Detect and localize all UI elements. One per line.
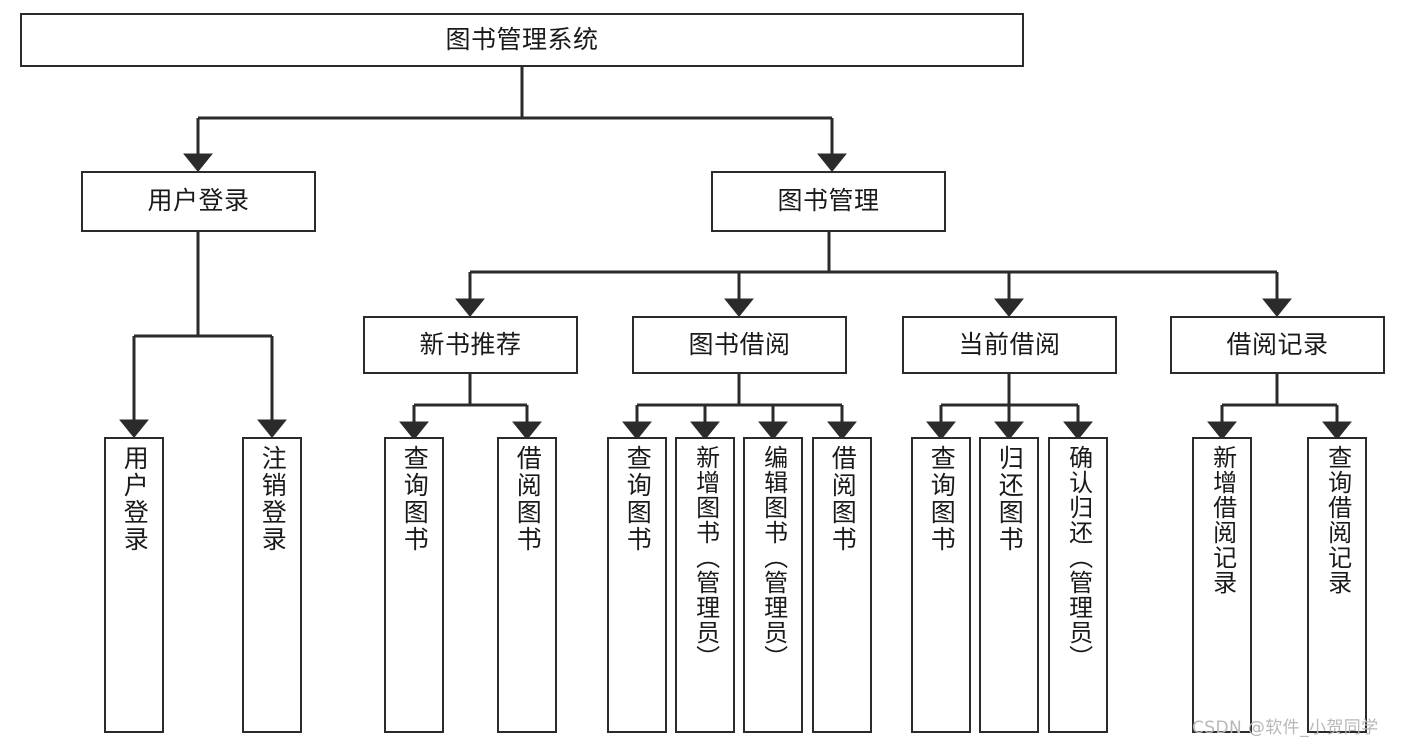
node-borrow-record[interactable]: 借阅记录 — [1170, 316, 1385, 374]
node-leaf-add-record-label: 新增借阅记录 — [1208, 445, 1237, 595]
node-leaf-edit-book[interactable]: 编辑图书（管理员） — [743, 437, 803, 733]
node-leaf-confirm-return-label: 确认归还（管理员） — [1064, 445, 1093, 670]
node-leaf-query-book-2[interactable]: 查询图书 — [607, 437, 667, 733]
node-leaf-logout-login-label: 注销登录 — [258, 445, 288, 553]
node-leaf-user-login-label: 用户登录 — [120, 445, 150, 553]
node-leaf-edit-book-label: 编辑图书（管理员） — [759, 445, 788, 670]
node-leaf-add-book[interactable]: 新增图书（管理员） — [675, 437, 735, 733]
node-new-book-recommend-label: 新书推荐 — [419, 329, 522, 359]
node-book-borrow-label: 图书借阅 — [688, 329, 791, 359]
node-user-login-label: 用户登录 — [147, 186, 250, 216]
node-book-management-label: 图书管理 — [777, 186, 880, 216]
node-borrow-record-label: 借阅记录 — [1226, 329, 1329, 359]
node-leaf-borrow-book-2[interactable]: 借阅图书 — [812, 437, 872, 733]
node-leaf-return-book[interactable]: 归还图书 — [979, 437, 1039, 733]
node-leaf-query-book-3[interactable]: 查询图书 — [911, 437, 971, 733]
node-leaf-return-book-label: 归还图书 — [995, 445, 1025, 553]
node-leaf-confirm-return[interactable]: 确认归还（管理员） — [1048, 437, 1108, 733]
node-leaf-user-login[interactable]: 用户登录 — [104, 437, 164, 733]
csdn-watermark: CSDN @软件_小贺同学 — [1192, 718, 1379, 738]
node-book-management[interactable]: 图书管理 — [711, 171, 946, 232]
node-leaf-query-record[interactable]: 查询借阅记录 — [1307, 437, 1367, 733]
node-leaf-query-book-1[interactable]: 查询图书 — [384, 437, 444, 733]
node-leaf-add-record[interactable]: 新增借阅记录 — [1192, 437, 1252, 733]
node-book-borrow[interactable]: 图书借阅 — [632, 316, 847, 374]
node-leaf-query-record-label: 查询借阅记录 — [1323, 445, 1352, 595]
node-leaf-logout-login[interactable]: 注销登录 — [242, 437, 302, 733]
node-root-label: 图书管理系统 — [445, 24, 599, 54]
node-leaf-query-book-3-label: 查询图书 — [927, 445, 957, 553]
node-leaf-query-book-1-label: 查询图书 — [400, 445, 430, 553]
node-root[interactable]: 图书管理系统 — [20, 13, 1024, 67]
node-leaf-borrow-book-1[interactable]: 借阅图书 — [497, 437, 557, 733]
node-leaf-borrow-book-1-label: 借阅图书 — [513, 445, 543, 553]
node-user-login[interactable]: 用户登录 — [81, 171, 316, 232]
node-current-borrow[interactable]: 当前借阅 — [902, 316, 1117, 374]
node-leaf-query-book-2-label: 查询图书 — [623, 445, 653, 553]
node-new-book-recommend[interactable]: 新书推荐 — [363, 316, 578, 374]
node-leaf-add-book-label: 新增图书（管理员） — [691, 445, 720, 670]
node-leaf-borrow-book-2-label: 借阅图书 — [828, 445, 858, 553]
node-current-borrow-label: 当前借阅 — [958, 329, 1061, 359]
